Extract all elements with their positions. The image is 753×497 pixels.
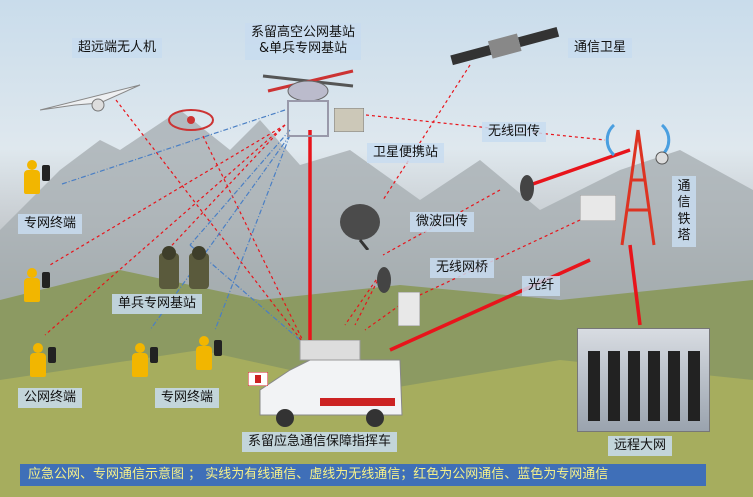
diagram-caption: 应急公网、专网通信示意图 ； 实线为有线通信、虚线为无线通信；红色为公网通信、蓝… (20, 464, 706, 486)
label-public-terminal: 公网终端 (18, 388, 83, 409)
hexacopter-icon (168, 109, 214, 131)
public-terminal-user-icon (30, 343, 46, 377)
label-private-terminal-top: 专网终端 (18, 214, 83, 235)
label-fiber: 光纤 (522, 276, 561, 297)
wireless-bridge-antenna-icon (377, 267, 391, 293)
soldier-station-icon (159, 246, 209, 289)
label-wireless-backhaul: 无线回传 (482, 122, 547, 143)
label-satellite: 通信卫星 (568, 38, 633, 59)
medical-badge-icon (248, 372, 268, 386)
public-terminal-user-icon (24, 268, 40, 302)
label-sat-portable: 卫星便携站 (367, 143, 445, 164)
label-far-uav: 超远端无人机 (72, 38, 163, 59)
fixed-wing-uav-icon (40, 84, 141, 112)
wireless-backhaul-panel-icon (580, 195, 616, 221)
handset-icon (42, 272, 50, 288)
satellite-dish-icon (340, 204, 380, 250)
label-command-vehicle: 系留应急通信保障指挥车 (242, 432, 398, 453)
private-terminal-user-icon (196, 336, 212, 370)
label-remote-network: 远程大网 (608, 436, 673, 457)
label-tethered-station: 系留高空公网基站&单兵专网基站 (245, 23, 362, 60)
handset-icon (48, 347, 56, 363)
handset-icon (214, 340, 222, 356)
command-vehicle-icon (259, 340, 403, 427)
private-terminal-user-icon (132, 343, 148, 377)
label-microwave: 微波回传 (410, 212, 475, 233)
wireless-bridge-panel-icon (398, 292, 420, 326)
label-wireless-bridge: 无线网桥 (430, 258, 495, 279)
label-tethered-line2: &单兵专网基站 (258, 41, 348, 57)
tethered-drone-icon (262, 69, 354, 137)
portable-satellite-station-icon (334, 108, 364, 132)
label-private-terminal-bottom: 专网终端 (155, 388, 220, 409)
public-wired-links (308, 130, 642, 352)
data-center-image (577, 328, 710, 432)
label-soldier-station: 单兵专网基站 (112, 294, 203, 315)
label-tethered-line1: 系留高空公网基站 (251, 25, 356, 40)
private-terminal-user-icon (24, 160, 40, 194)
communication-tower-icon (605, 123, 671, 246)
handset-icon (150, 347, 158, 363)
label-tower: 通信铁塔 (672, 176, 696, 247)
communication-satellite-icon (450, 26, 560, 66)
microwave-antenna-icon (520, 175, 534, 201)
handset-icon (42, 165, 50, 181)
